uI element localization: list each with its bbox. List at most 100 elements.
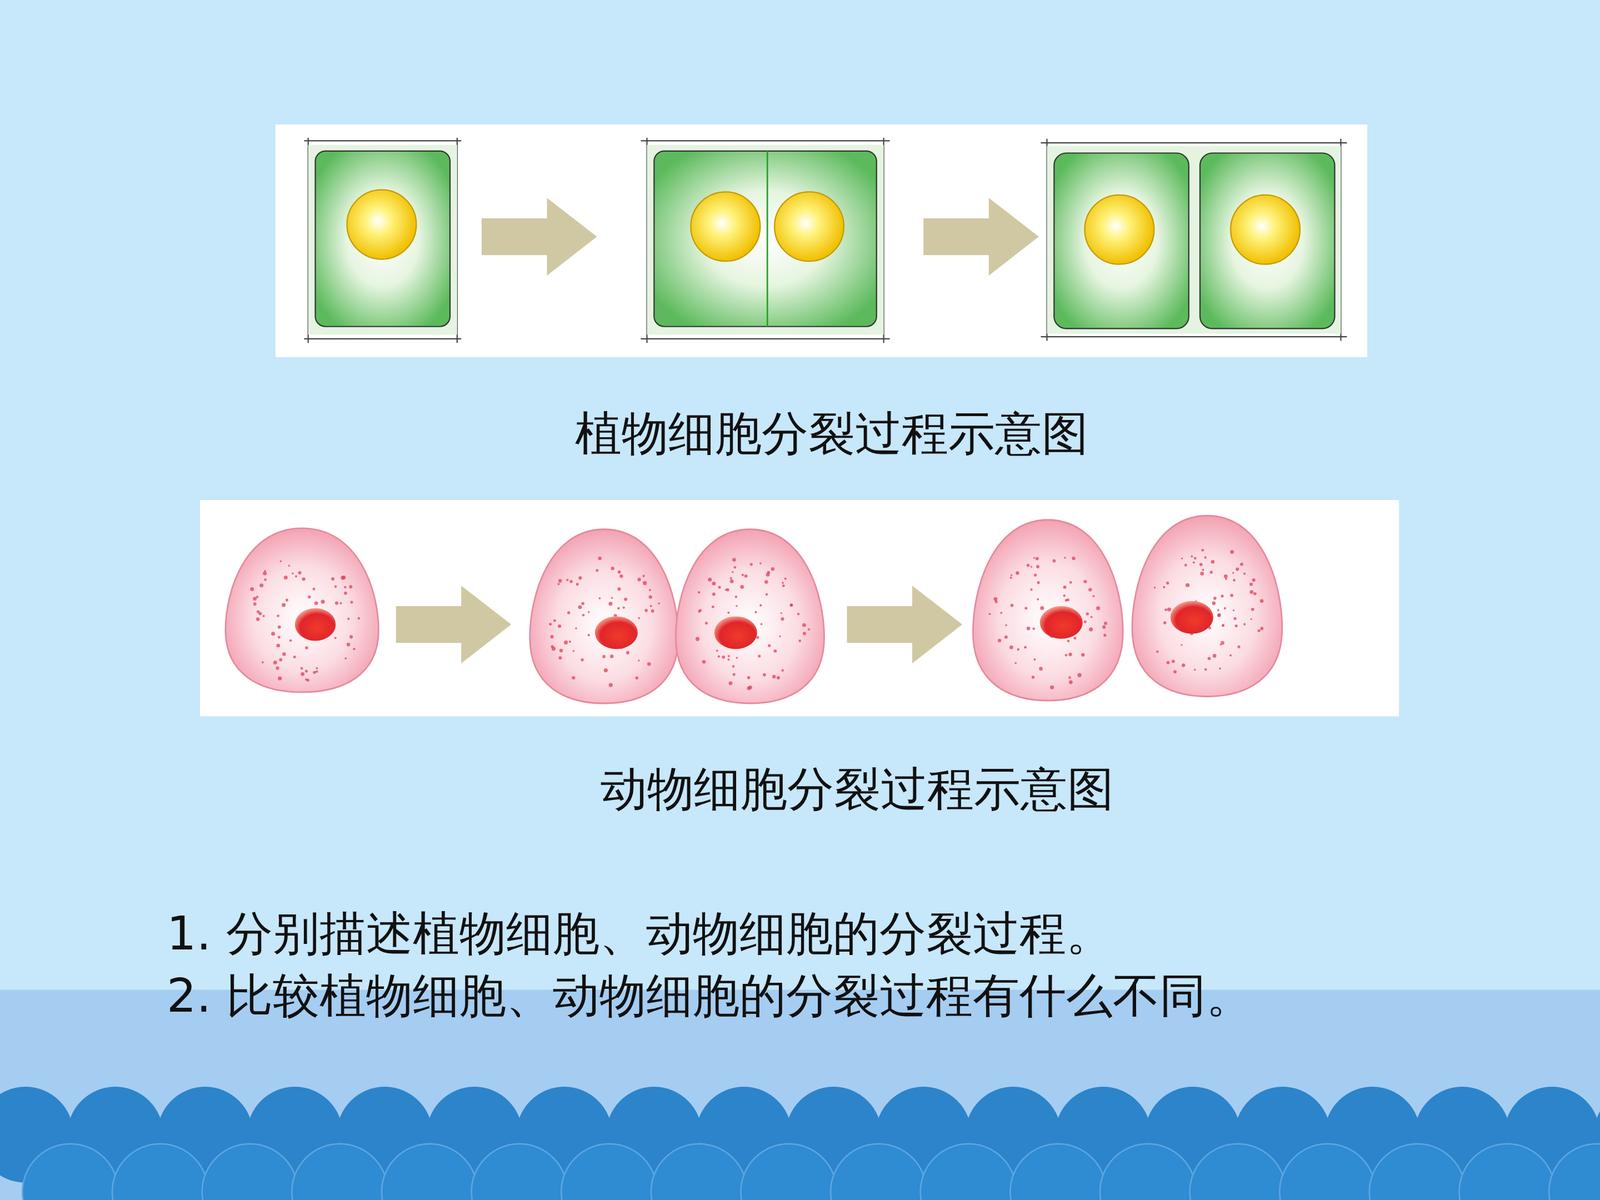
wave-arc bbox=[651, 1143, 748, 1200]
dot bbox=[575, 627, 578, 630]
dot bbox=[300, 672, 305, 677]
dot bbox=[1066, 598, 1070, 602]
dot bbox=[343, 591, 348, 595]
dot bbox=[250, 587, 254, 592]
dot bbox=[1103, 621, 1108, 625]
dot bbox=[558, 656, 562, 660]
dot bbox=[1156, 650, 1159, 653]
dot bbox=[802, 631, 807, 635]
dot bbox=[259, 583, 264, 588]
plant-cells-divided bbox=[1040, 138, 1347, 342]
dot bbox=[1088, 627, 1093, 632]
dot bbox=[702, 660, 707, 664]
dot bbox=[276, 614, 280, 618]
dot bbox=[697, 610, 700, 613]
dot bbox=[1235, 567, 1239, 571]
dot bbox=[1209, 570, 1213, 574]
dot bbox=[1230, 593, 1234, 598]
question: 1. 分别描述植物细胞、动物细胞的分裂过程。 bbox=[166, 905, 1113, 962]
dot bbox=[1166, 661, 1170, 665]
dot bbox=[282, 652, 287, 657]
dot bbox=[1217, 613, 1221, 618]
dot bbox=[1030, 566, 1033, 568]
dot bbox=[256, 610, 260, 613]
question: 2. 比较植物细胞、动物细胞的分裂过程有什么不同。 bbox=[166, 967, 1253, 1024]
dot bbox=[756, 636, 759, 639]
dot bbox=[1232, 571, 1234, 574]
dot bbox=[587, 611, 590, 613]
dot bbox=[1201, 568, 1204, 572]
dot bbox=[732, 673, 736, 677]
dot bbox=[1180, 643, 1183, 646]
dot bbox=[1068, 652, 1073, 657]
dot bbox=[784, 577, 787, 580]
dot bbox=[622, 606, 625, 609]
wave-arc bbox=[1010, 1143, 1107, 1200]
dot bbox=[350, 600, 354, 604]
dot bbox=[1005, 624, 1007, 627]
dot bbox=[626, 651, 630, 655]
dot bbox=[572, 650, 575, 653]
dot bbox=[262, 615, 265, 618]
dot bbox=[578, 576, 582, 580]
wave-arc bbox=[1190, 1143, 1287, 1200]
dot bbox=[780, 617, 784, 621]
dot bbox=[623, 597, 628, 602]
dot bbox=[637, 617, 640, 620]
dot bbox=[747, 676, 751, 680]
dot bbox=[315, 667, 318, 670]
wave-arc bbox=[1100, 1143, 1197, 1200]
dot bbox=[1037, 581, 1040, 584]
dot bbox=[797, 612, 800, 615]
dot bbox=[1163, 621, 1167, 624]
dot bbox=[271, 631, 275, 636]
plant-cell-dividing bbox=[640, 137, 890, 343]
dot bbox=[1193, 556, 1197, 560]
dot bbox=[293, 655, 297, 659]
dot bbox=[1211, 560, 1215, 564]
dot bbox=[1032, 627, 1036, 631]
dot bbox=[334, 636, 337, 639]
dot bbox=[569, 580, 573, 583]
dot bbox=[297, 571, 302, 575]
dot bbox=[767, 644, 771, 648]
dot bbox=[291, 572, 294, 574]
dot bbox=[740, 585, 744, 589]
dot bbox=[1218, 667, 1222, 670]
dot bbox=[1162, 586, 1165, 589]
wave-arc bbox=[381, 1143, 478, 1200]
dot bbox=[295, 575, 298, 578]
dot bbox=[711, 605, 715, 609]
dot bbox=[781, 668, 784, 672]
dot bbox=[343, 586, 347, 589]
dot bbox=[557, 624, 562, 628]
dot bbox=[642, 575, 645, 578]
dot bbox=[320, 599, 325, 604]
dot bbox=[1240, 562, 1244, 567]
dot bbox=[280, 560, 282, 563]
arrow bbox=[923, 197, 1039, 276]
dot bbox=[307, 595, 311, 599]
dot bbox=[312, 671, 316, 674]
wave-decoration bbox=[0, 1086, 1600, 1200]
dot bbox=[1069, 581, 1073, 584]
wave-arc bbox=[22, 1143, 119, 1200]
dot bbox=[1083, 580, 1087, 584]
dot bbox=[747, 686, 752, 690]
dot bbox=[712, 592, 716, 597]
dot bbox=[339, 602, 342, 605]
dot bbox=[807, 628, 810, 631]
dot bbox=[335, 601, 339, 605]
dot bbox=[571, 676, 575, 680]
dot bbox=[347, 617, 350, 620]
dot bbox=[1014, 662, 1017, 665]
dot bbox=[765, 593, 769, 597]
wave-arc bbox=[740, 1143, 837, 1200]
dot bbox=[730, 577, 733, 580]
dot bbox=[1220, 641, 1225, 645]
wave-arc bbox=[561, 1143, 658, 1200]
dot bbox=[1063, 585, 1067, 589]
dot bbox=[731, 571, 734, 573]
dot bbox=[759, 604, 762, 607]
dot bbox=[1026, 626, 1031, 631]
